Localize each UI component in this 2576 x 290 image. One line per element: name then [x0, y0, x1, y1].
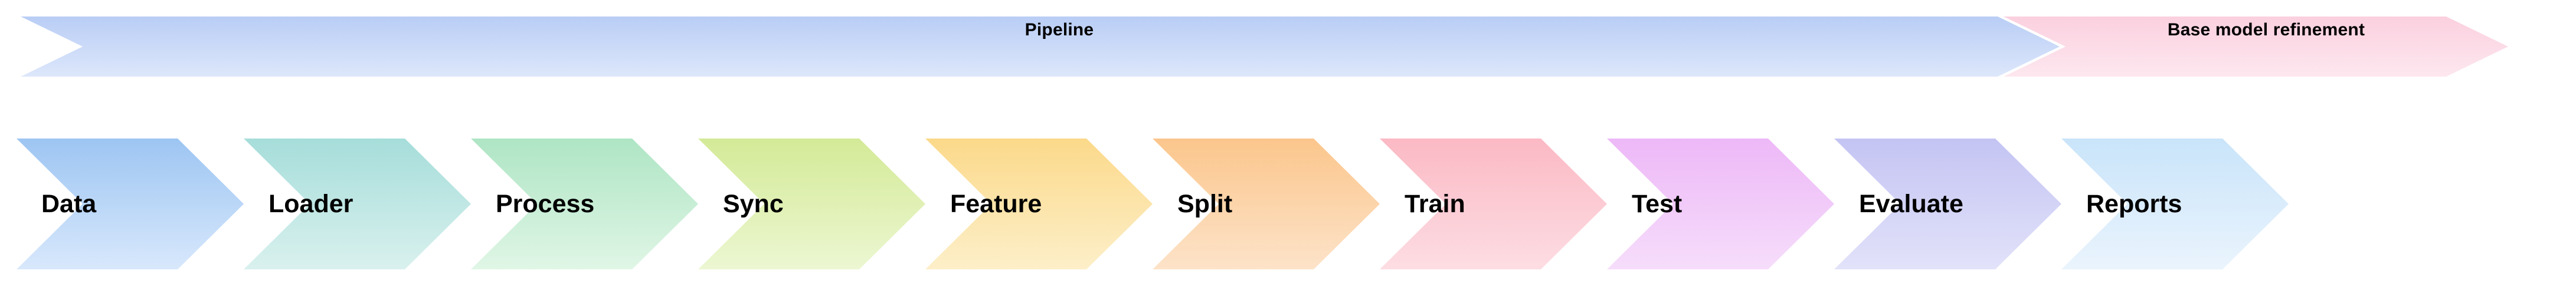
stage-label-loader: Loader — [269, 190, 353, 218]
stage-label-data: Data — [41, 190, 97, 218]
stage-data[interactable] — [17, 139, 244, 269]
stage-label-split: Split — [1177, 190, 1233, 218]
stage-split[interactable] — [1153, 139, 1380, 269]
stage-train[interactable] — [1380, 139, 1607, 269]
chevron-shape — [2004, 17, 2508, 77]
stage-test[interactable] — [1607, 139, 1834, 269]
banner-segment-base-model-refinement[interactable] — [2004, 17, 2508, 77]
chevron-shape — [925, 139, 1153, 269]
stage-loader[interactable] — [244, 139, 471, 269]
chevron-shape — [698, 139, 925, 269]
stage-process[interactable] — [471, 139, 698, 269]
chevron-shape — [2061, 139, 2289, 269]
chevron-shape — [1607, 139, 1834, 269]
stage-label-test: Test — [1632, 190, 1683, 218]
chevron-shape — [471, 139, 698, 269]
stage-feature[interactable] — [925, 139, 1153, 269]
stage-label-train: Train — [1405, 190, 1465, 218]
stage-reports[interactable] — [2061, 139, 2289, 269]
chevron-shape — [1380, 139, 1607, 269]
stage-evaluate[interactable] — [1834, 139, 2061, 269]
stage-label-sync: Sync — [723, 190, 784, 218]
chevron-shape — [21, 17, 2060, 77]
chevron-shape — [1153, 139, 1380, 269]
banner-label-pipeline: Pipeline — [1024, 20, 1094, 39]
stage-label-feature: Feature — [950, 190, 1042, 218]
chevron-shape — [17, 139, 244, 269]
banner-segment-pipeline[interactable] — [21, 17, 2060, 77]
banner-label-base-model-refinement: Base model refinement — [2167, 20, 2365, 39]
stage-sync[interactable] — [698, 139, 925, 269]
chevron-shape — [1834, 139, 2061, 269]
stage-label-evaluate: Evaluate — [1859, 190, 1963, 218]
chevron-shape — [244, 139, 471, 269]
stage-label-reports: Reports — [2086, 190, 2182, 218]
banner-row: Pipeline Base model refinement — [0, 0, 2576, 94]
stage-row: Data Loader Process Sync Feature Split Train Te… — [0, 139, 2576, 269]
stage-label-process: Process — [496, 190, 595, 218]
